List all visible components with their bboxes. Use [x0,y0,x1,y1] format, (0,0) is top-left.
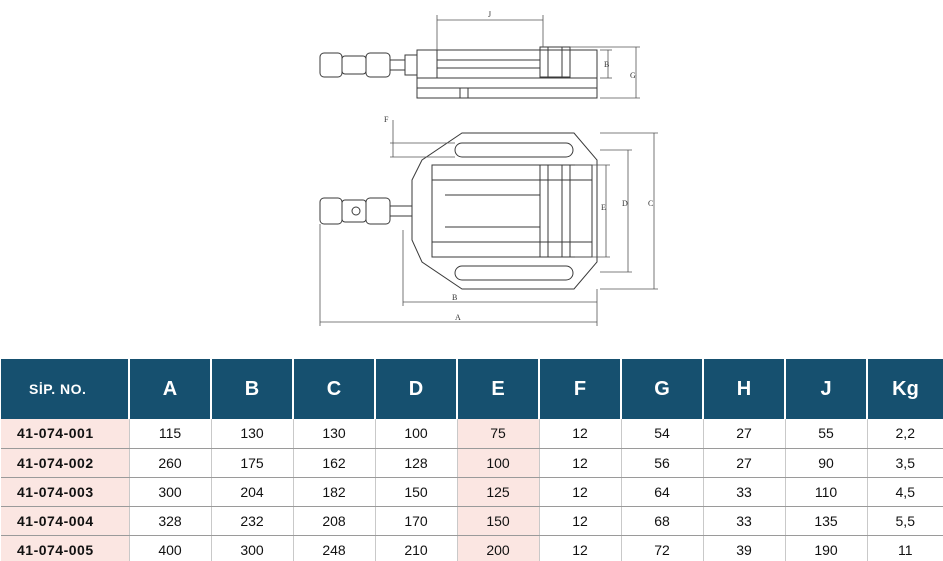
col-header-f: F [539,359,622,419]
cell-d: 170 [375,506,458,536]
cell-a: 260 [129,448,212,478]
col-header-h: H [703,359,786,419]
cell-c: 162 [293,448,376,478]
table-row: 41-074-003 300 204 182 150 125 12 64 33 … [1,477,943,507]
spec-table: SİP. NO. A B C D E F G H J Kg 41-074-001… [1,359,943,561]
cell-h: 33 [703,506,786,536]
cell-d: 100 [375,419,458,449]
cell-e: 75 [457,419,540,449]
col-header-kg: Kg [867,359,943,419]
col-header-j: J [785,359,868,419]
cell-g: 68 [621,506,704,536]
cell-c: 208 [293,506,376,536]
cell-e: 150 [457,506,540,536]
cell-c: 248 [293,535,376,561]
dim-label-a: A [455,313,461,322]
cell-d: 210 [375,535,458,561]
dim-label-e: E [601,203,606,212]
cell-a: 300 [129,477,212,507]
cell-j: 55 [785,419,868,449]
cell-f: 12 [539,419,622,449]
cell-a: 115 [129,419,212,449]
cell-c: 182 [293,477,376,507]
cell-sip-no: 41-074-005 [1,535,130,561]
cell-d: 128 [375,448,458,478]
cell-h: 39 [703,535,786,561]
dim-label-f: F [384,115,389,124]
cell-g: 64 [621,477,704,507]
dim-label-g: G [630,71,636,80]
vise-side-view [319,46,598,99]
col-header-d: D [375,359,458,419]
col-header-sip-no: SİP. NO. [1,359,130,419]
vise-technical-drawing: J B G F E D C B A [319,10,658,326]
cell-c: 130 [293,419,376,449]
cell-j: 90 [785,448,868,478]
dim-label-b: B [452,293,457,302]
cell-j: 135 [785,506,868,536]
cell-g: 54 [621,419,704,449]
cell-sip-no: 41-074-001 [1,419,130,449]
cell-sip-no: 41-074-002 [1,448,130,478]
dim-label-j: J [488,10,491,19]
cell-kg: 2,2 [867,419,943,449]
cell-kg: 5,5 [867,506,943,536]
cell-h: 27 [703,448,786,478]
cell-b: 175 [211,448,294,478]
table-row: 41-074-002 260 175 162 128 100 12 56 27 … [1,448,943,478]
cell-kg: 3,5 [867,448,943,478]
col-header-b: B [211,359,294,419]
table-row: 41-074-001 115 130 130 100 75 12 54 27 5… [1,419,943,449]
cell-h: 27 [703,419,786,449]
cell-g: 72 [621,535,704,561]
cell-b: 130 [211,419,294,449]
cell-f: 12 [539,535,622,561]
cell-kg: 4,5 [867,477,943,507]
cell-e: 125 [457,477,540,507]
cell-b: 300 [211,535,294,561]
cell-b: 204 [211,477,294,507]
cell-sip-no: 41-074-003 [1,477,130,507]
col-header-e: E [457,359,540,419]
col-header-a: A [129,359,212,419]
dim-label-d: D [622,199,628,208]
cell-f: 12 [539,448,622,478]
cell-g: 56 [621,448,704,478]
dim-label-h: B [604,60,609,69]
col-header-g: G [621,359,704,419]
cell-e: 100 [457,448,540,478]
cell-f: 12 [539,506,622,536]
cell-f: 12 [539,477,622,507]
cell-b: 232 [211,506,294,536]
cell-j: 110 [785,477,868,507]
cell-d: 150 [375,477,458,507]
table-row: 41-074-005 400 300 248 210 200 12 72 39 … [1,535,943,561]
cell-j: 190 [785,535,868,561]
cell-a: 328 [129,506,212,536]
table-header-row: SİP. NO. A B C D E F G H J Kg [1,359,943,419]
cell-sip-no: 41-074-004 [1,506,130,536]
vise-top-view [319,132,598,290]
col-header-c: C [293,359,376,419]
dim-label-c: C [648,199,653,208]
table-row: 41-074-004 328 232 208 170 150 12 68 33 … [1,506,943,536]
cell-h: 33 [703,477,786,507]
cell-e: 200 [457,535,540,561]
cell-kg: 11 [867,535,943,561]
cell-a: 400 [129,535,212,561]
